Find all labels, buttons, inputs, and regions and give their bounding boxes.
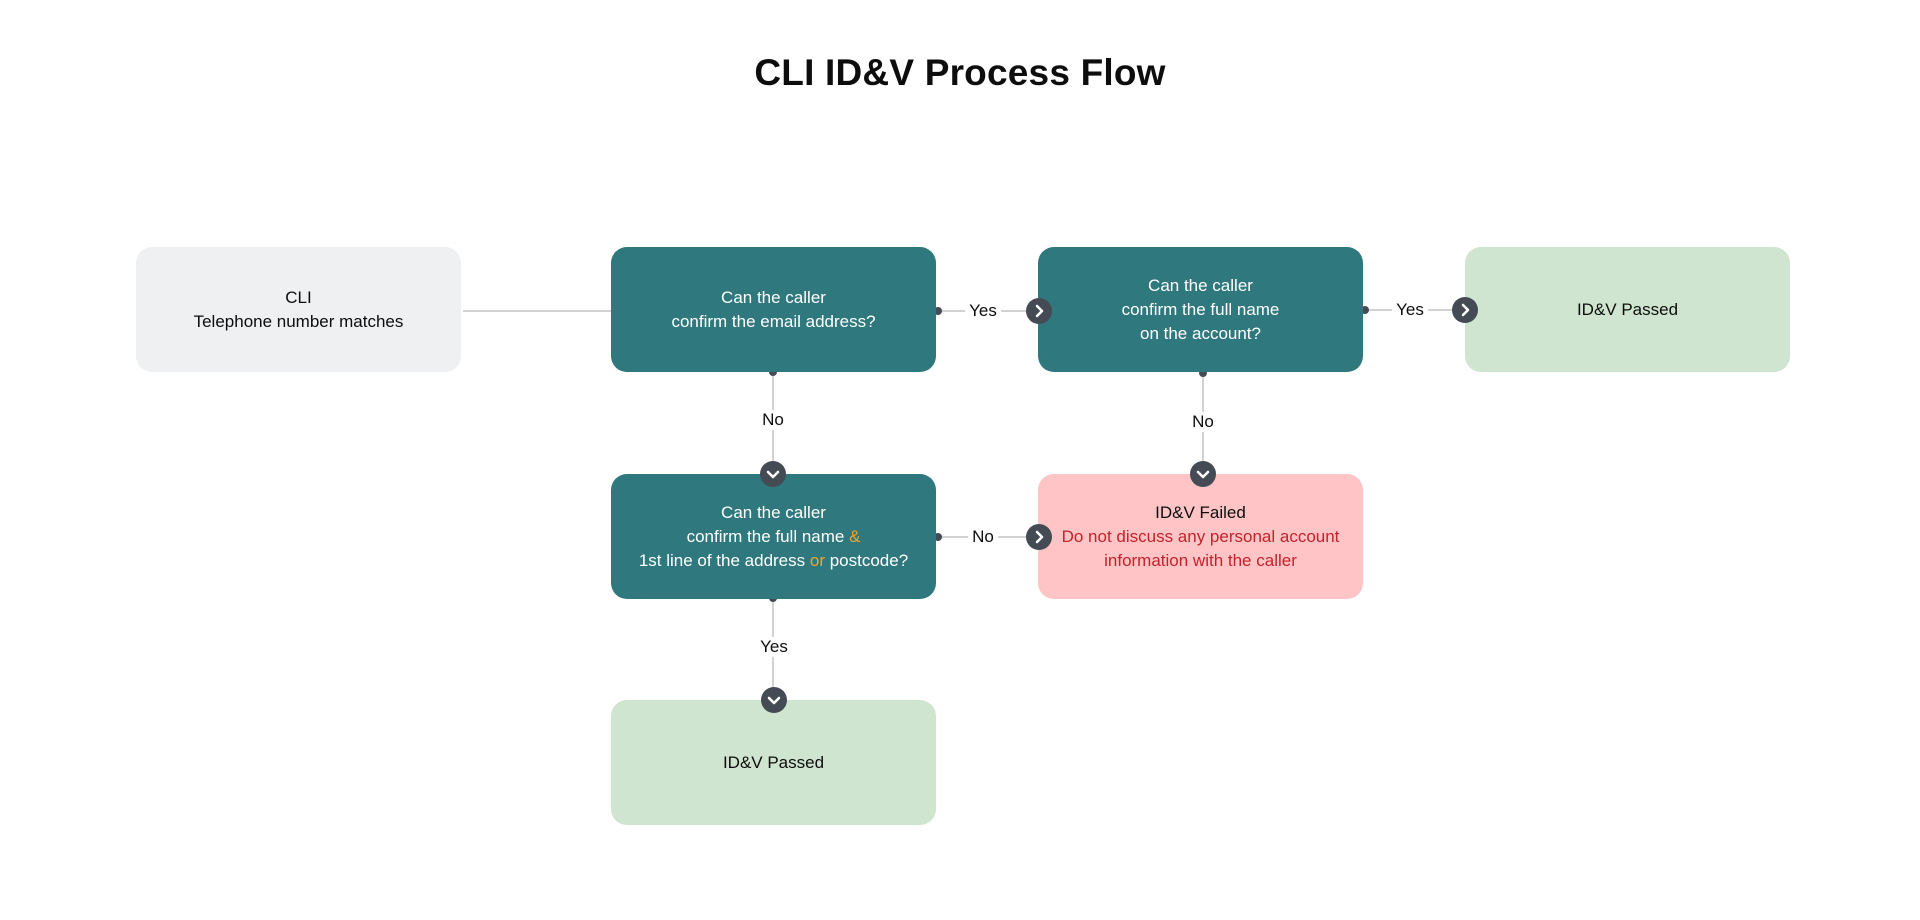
edge-label-address-no: No bbox=[968, 527, 998, 547]
address-question-line3-end: postcode? bbox=[824, 550, 909, 570]
idv-passed-right-label: ID&V Passed bbox=[1576, 299, 1679, 319]
connector-dot bbox=[1361, 306, 1369, 314]
cli-node-title: CLI bbox=[285, 287, 312, 307]
address-question-line2: confirm the full name & bbox=[639, 525, 908, 549]
idv-failed-title: ID&V Failed bbox=[1155, 502, 1246, 522]
fullname-question-node: Can the caller confirm the full name on … bbox=[1038, 247, 1363, 372]
idv-passed-right-node: ID&V Passed bbox=[1465, 247, 1790, 372]
chevron-right-icon bbox=[1026, 524, 1052, 550]
chevron-right-icon bbox=[1026, 298, 1052, 324]
cli-node: CLI Telephone number matches bbox=[136, 247, 461, 372]
email-question-node: Can the caller confirm the email address… bbox=[611, 247, 936, 372]
edge-label-email-no: No bbox=[758, 410, 788, 430]
connector-dot bbox=[934, 533, 942, 541]
address-question-line2-text: confirm the full name bbox=[686, 526, 850, 546]
email-question-line1: Can the caller bbox=[721, 287, 826, 307]
cli-node-subtitle: Telephone number matches bbox=[193, 311, 404, 331]
address-question-line3-text: 1st line of the address bbox=[638, 550, 810, 570]
chevron-down-icon bbox=[761, 687, 787, 713]
fullname-question-line3: on the account? bbox=[1140, 323, 1261, 343]
idv-passed-bottom-label: ID&V Passed bbox=[722, 752, 825, 772]
fullname-question-line2: confirm the full name bbox=[1121, 299, 1280, 319]
page-title: CLI ID&V Process Flow bbox=[754, 52, 1166, 93]
address-question-ampersand: & bbox=[849, 526, 861, 546]
idv-passed-bottom-node: ID&V Passed bbox=[611, 700, 936, 825]
chevron-down-icon bbox=[760, 461, 786, 487]
idv-failed-warning-line2: information with the caller bbox=[1104, 550, 1297, 570]
edge-label-email-yes: Yes bbox=[965, 301, 1001, 321]
idv-failed-warning-line1: Do not discuss any personal account bbox=[1061, 526, 1340, 546]
address-question-node: Can the caller confirm the full name & 1… bbox=[611, 474, 936, 599]
idv-failed-node: ID&V Failed Do not discuss any personal … bbox=[1038, 474, 1363, 599]
email-question-line2: confirm the email address? bbox=[671, 311, 876, 331]
connector-dot bbox=[934, 307, 942, 315]
address-question-or: or bbox=[809, 550, 825, 570]
edge-label-fullname-no: No bbox=[1188, 412, 1218, 432]
edge-label-fullname-yes: Yes bbox=[1392, 300, 1428, 320]
address-question-line3: 1st line of the address or postcode? bbox=[639, 549, 908, 573]
chevron-down-icon bbox=[1190, 461, 1216, 487]
address-question-line1: Can the caller bbox=[721, 502, 826, 522]
chevron-right-icon bbox=[1452, 297, 1478, 323]
edge-label-address-yes: Yes bbox=[756, 637, 792, 657]
fullname-question-line1: Can the caller bbox=[1148, 275, 1253, 295]
